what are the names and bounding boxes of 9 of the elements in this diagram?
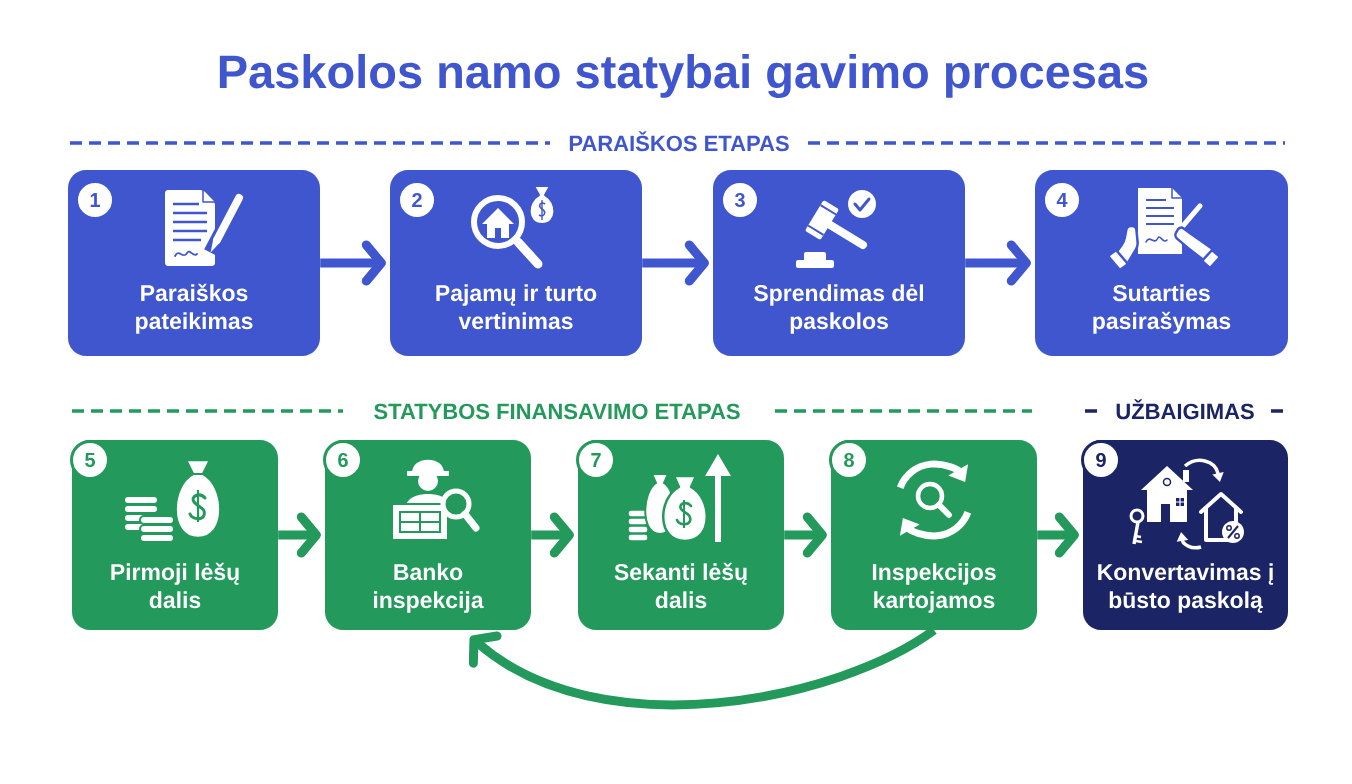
number-badge: 6 bbox=[323, 440, 363, 480]
number-badge: 7 bbox=[576, 440, 616, 480]
section-heading: UŽBAIGIMAS bbox=[1116, 399, 1254, 420]
number-badge: 9 bbox=[1081, 440, 1121, 480]
title: Paskolos namo statybai gavimo procesas bbox=[219, 53, 1148, 98]
number-badge: 8 bbox=[829, 440, 869, 480]
section-heading: STATYBOS FINANSAVIMO ETAPAS bbox=[374, 403, 740, 420]
section-heading: PARAIŠKOS ETAPAS bbox=[569, 131, 789, 152]
number-badge: 5 bbox=[70, 440, 110, 480]
